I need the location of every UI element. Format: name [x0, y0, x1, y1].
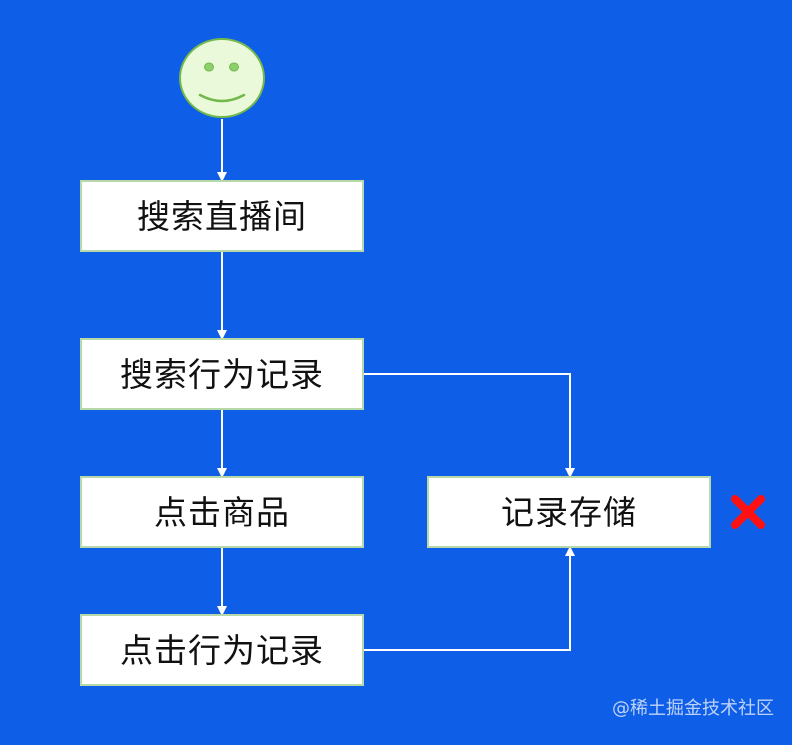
node-label: 搜索直播间	[137, 196, 307, 236]
node-label: 记录存储	[501, 492, 637, 532]
node-label: 搜索行为记录	[120, 354, 324, 394]
node-search-live-room: 搜索直播间	[80, 180, 364, 252]
node-label: 点击行为记录	[120, 630, 324, 670]
node-record-storage: 记录存储	[427, 476, 711, 548]
smiley-face-icon	[179, 38, 265, 118]
node-click-behavior-record: 点击行为记录	[80, 614, 364, 686]
arrow-click-behavior-record-to-record-storage	[364, 546, 575, 651]
arrow-search-behavior-record-to-record-storage	[364, 373, 575, 478]
node-label: 点击商品	[154, 492, 290, 532]
node-search-behavior-record: 搜索行为记录	[80, 338, 364, 410]
red-cross-icon	[731, 495, 765, 529]
watermark-text: @稀土掘金技术社区	[612, 698, 774, 719]
node-click-product: 点击商品	[80, 476, 364, 548]
